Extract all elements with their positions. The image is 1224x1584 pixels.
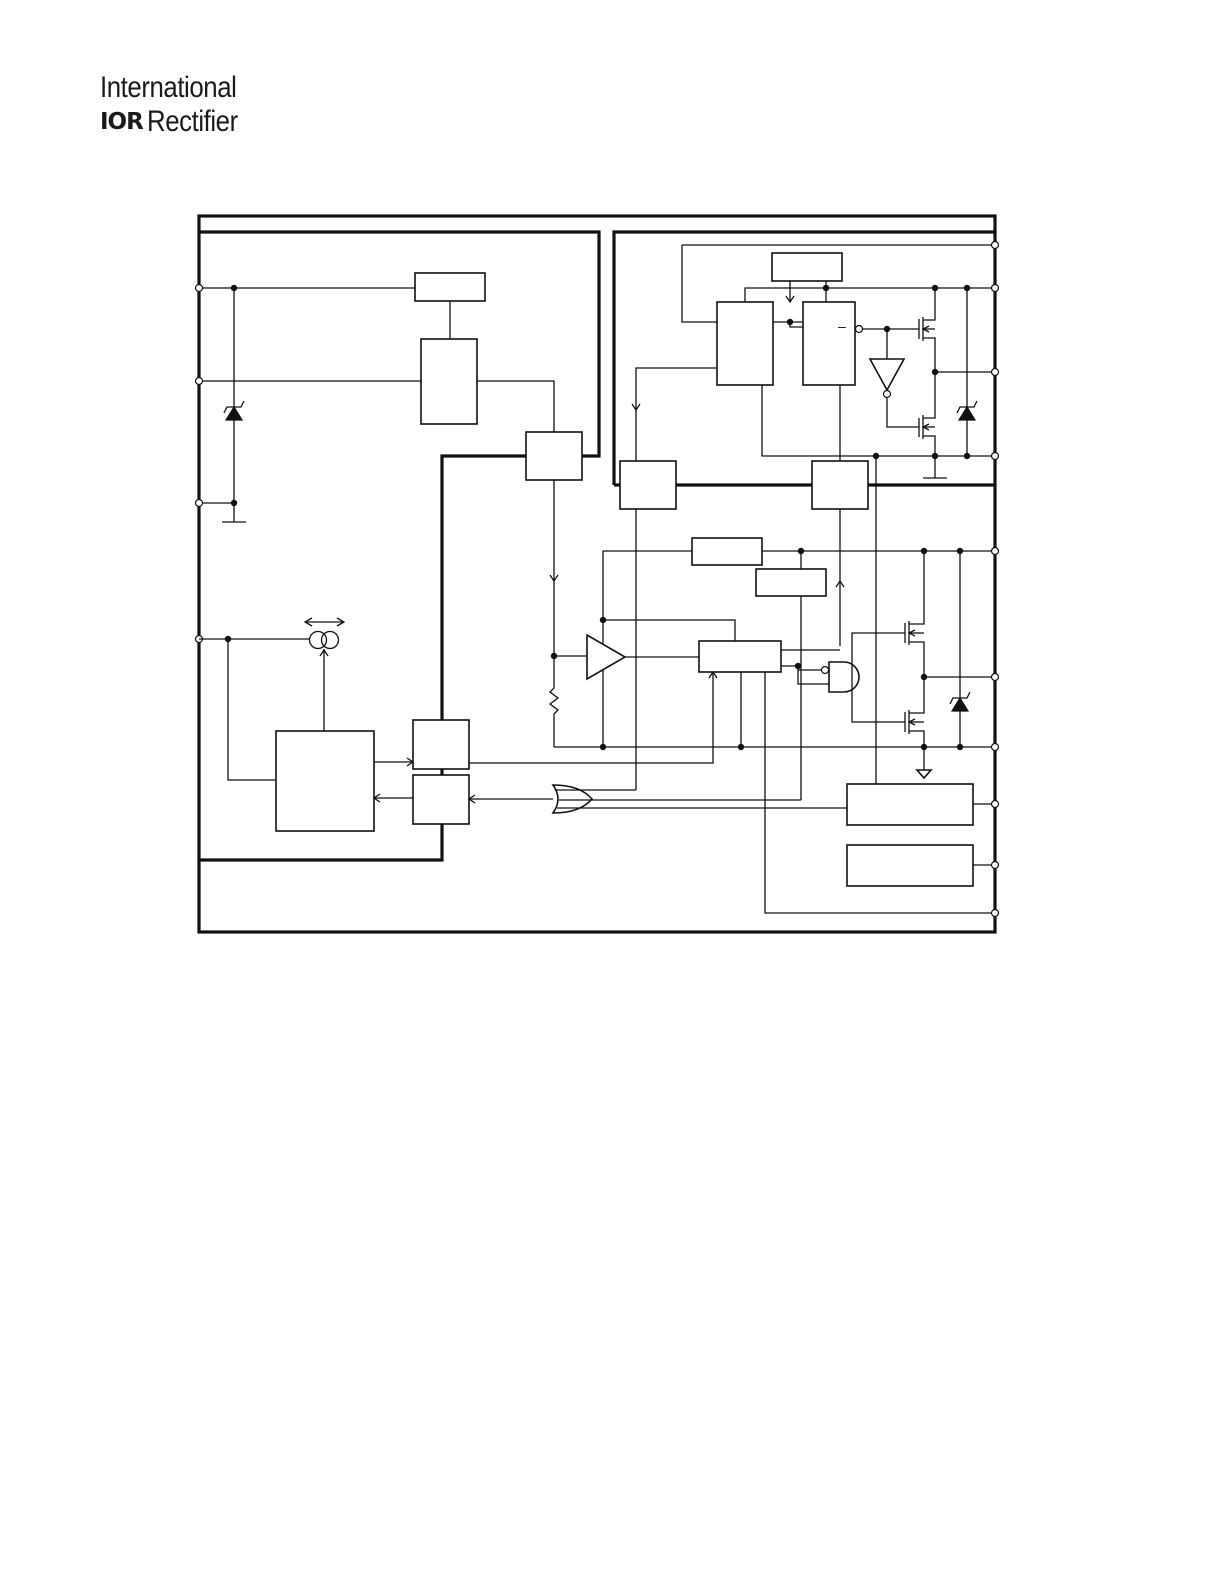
left-lower-blocks [194, 617, 470, 832]
block-uv-detect [771, 252, 843, 282]
pin-left-2 [194, 376, 204, 386]
inverter-gate [868, 358, 906, 392]
top-right-section-frame [612, 230, 995, 485]
and-gate [828, 661, 860, 693]
bottom-logic [467, 670, 1000, 918]
block-latch-lower [412, 774, 470, 825]
current-source-icon [308, 630, 328, 650]
pin-right-3 [990, 367, 1000, 377]
left-section-frame [199, 230, 601, 862]
logo-text-international: International [100, 71, 237, 104]
block-bottom-lower [846, 844, 974, 887]
comparator-amp [586, 633, 627, 681]
logo-mark-ior: IOR [100, 109, 144, 135]
company-logo: International IOR Rectifier [100, 70, 259, 138]
block-bottom-upper [846, 783, 974, 826]
latch-qbar-label: – [838, 318, 846, 334]
block-delay [755, 568, 827, 597]
block-rs-latch [802, 301, 856, 386]
zener-diode-left [224, 405, 244, 421]
resistor-sense [548, 656, 560, 747]
ground-symbol-low [915, 769, 933, 780]
pin-right-10 [990, 908, 1000, 918]
logo-text-rectifier: Rectifier [146, 105, 238, 138]
block-level-shift-b [811, 460, 869, 510]
pin-right-8 [990, 799, 1000, 809]
block-level-shift-a [619, 460, 677, 510]
block-tall-left [420, 338, 478, 425]
block-latch-upper [412, 719, 470, 770]
pin-right-1 [990, 240, 1000, 250]
pin-right-6 [990, 672, 1000, 682]
pin-right-9 [990, 860, 1000, 870]
low-side-section [548, 537, 1000, 800]
left-pins [194, 283, 421, 523]
pin-right-7 [990, 742, 1000, 752]
left-top-blocks [414, 272, 583, 656]
or-gate [551, 784, 594, 814]
high-side-section: – [681, 240, 1000, 479]
pin-right-5 [990, 546, 1000, 556]
level-shifters [619, 367, 877, 790]
pin-right-2 [990, 283, 1000, 293]
pin-left-1 [194, 283, 204, 293]
block-top-small [414, 272, 486, 302]
block-pulse-filter [716, 301, 774, 386]
zener-diode-low [950, 696, 970, 712]
block-shutdown-latch [698, 640, 782, 673]
block-oscillator [275, 730, 375, 832]
block-upper-resistor [691, 537, 763, 566]
pin-right-4 [990, 451, 1000, 461]
pin-left-3 [194, 498, 204, 508]
outline-frames [197, 214, 997, 934]
block-level-shift [525, 431, 583, 481]
zener-diode-high [957, 405, 977, 421]
outer-frame [197, 214, 997, 934]
